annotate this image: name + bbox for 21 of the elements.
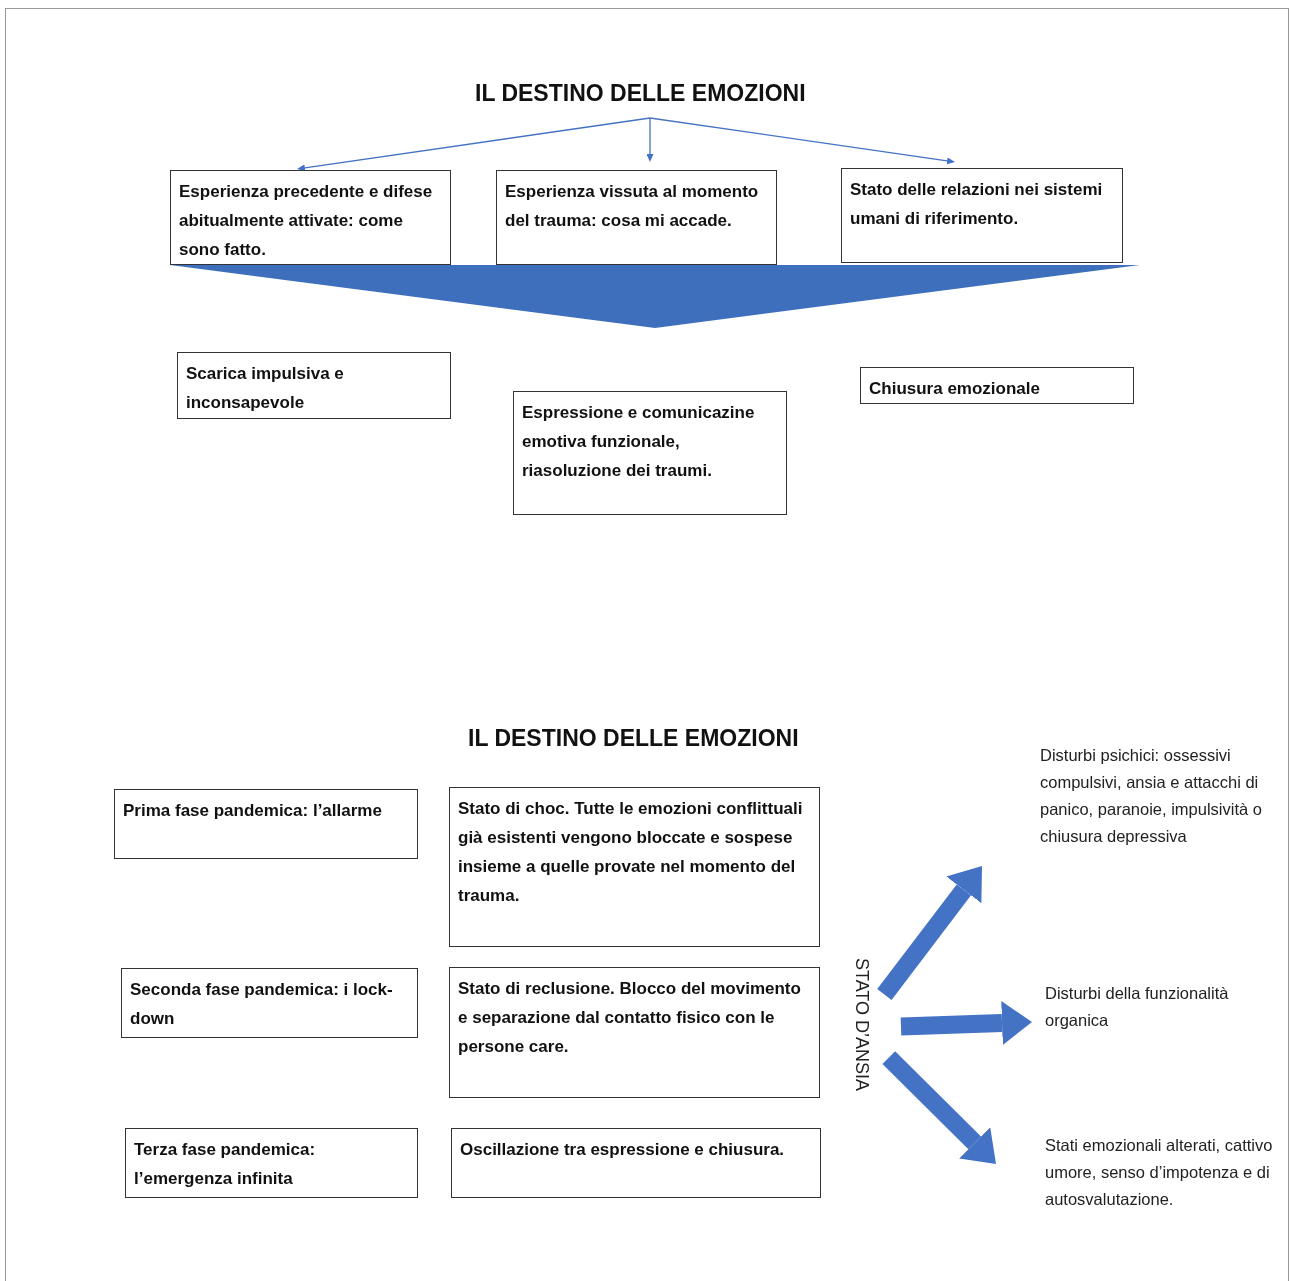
phase-box: Terza fase pandemica: l’emergenza infinita [125,1128,418,1198]
diagram-title: IL DESTINO DELLE EMOZIONI [475,80,825,114]
description-box: Stato di reclusione. Blocco del movimento e separazione dal contatto fisico con le persone care. [449,967,820,1098]
outcome-text: Disturbi psichici: ossessivi compulsivi, ansia e attacchi di panico, paranoie, impulsività o chiusura depressiva [1040,742,1275,910]
outcome-box: Espressione e comunicazine emotiva funzionale, riasoluzione dei traumi. [513,391,787,515]
outcome-box: Scarica impulsiva e inconsapevole [177,352,451,419]
arrow [297,117,651,172]
vertical-label: STATO D’ANSIA [846,958,872,1098]
factor-box: Stato delle relazioni nei sistemi umani di riferimento. [841,168,1123,263]
factor-box: Esperienza vissuta al momento del trauma: cosa mi accade. [496,170,777,265]
arrow [649,117,955,165]
outcome-text: Stati emozionali alterati, cattivo umore, senso d’impotenza e di autosvalutazione. [1045,1132,1280,1244]
description-box: Stato di choc. Tutte le emozioni conflittuali già esistenti vengono bloccate e sospese insieme a quelle provate nel momento del trauma. [449,787,820,947]
section-heading: IL DESTINO DELLE EMOZIONI [468,725,799,752]
outcome-text: Disturbi della funzionalità organica [1045,980,1270,1040]
arrow [646,117,654,162]
description-box: Oscillazione tra espressione e chiusura. [451,1128,821,1198]
phase-box: Seconda fase pandemica: i lock-down [121,968,418,1038]
outcome-box: Chiusura emozionale [860,367,1134,404]
factor-box: Esperienza precedente e difese abitualmente attivate: come sono fatto. [170,170,451,265]
phase-box: Prima fase pandemica: l’allarme [114,789,418,859]
